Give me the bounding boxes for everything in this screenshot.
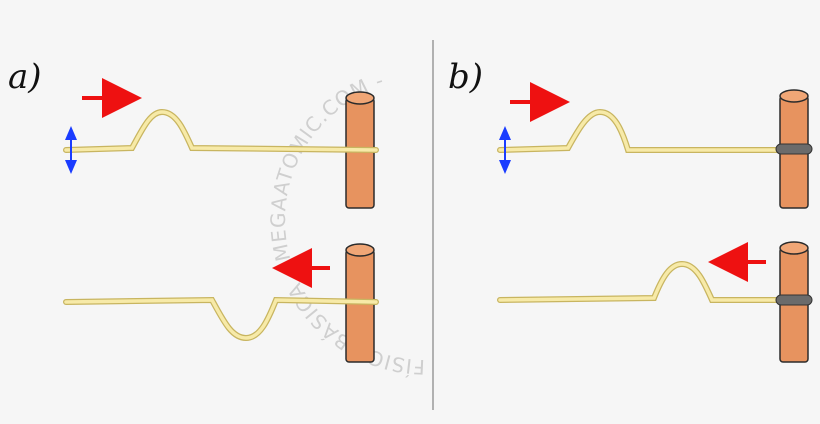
ring-b-top [775,143,813,155]
panel-b-label: b) [448,57,484,97]
panel-b [497,82,813,363]
panel-a-label: a) [8,57,42,97]
post-a-top [345,91,375,209]
watermark: FÍSICA BÁSICA - MEGAATOMIC.COM - [266,68,424,380]
rope-b-top [497,108,783,153]
rope-b-bottom [497,260,783,303]
ring-b-bottom [775,294,813,306]
double-vertical-arrow-icon [499,126,511,174]
panel-a [63,78,379,363]
post-a-bottom [345,243,375,363]
double-vertical-arrow-icon [65,126,77,174]
